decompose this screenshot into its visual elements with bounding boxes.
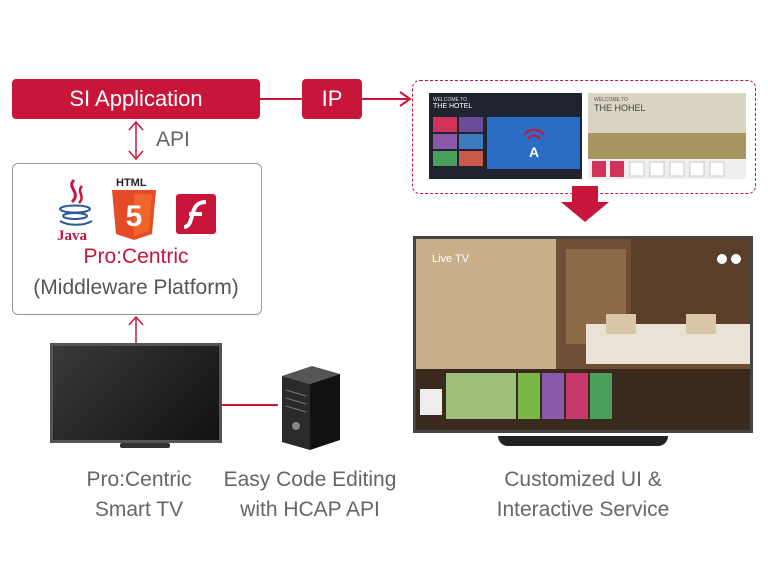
- java-logo-icon: Java: [57, 178, 93, 244]
- ip-arrow-head: [399, 91, 412, 107]
- hotel-menu-screen-left: WELCOME TO THE HOTEL A: [429, 93, 582, 179]
- api-arrow-up: [128, 120, 144, 131]
- svg-text:A: A: [529, 144, 539, 160]
- live-tv-label: Live TV: [432, 253, 470, 265]
- api-arrow-down: [128, 150, 144, 161]
- middleware-subtitle: (Middleware Platform): [33, 276, 239, 299]
- java-text: Java: [57, 228, 88, 244]
- si-application-box: SI Application: [12, 79, 260, 119]
- smart-tv-caption-line1: Pro:Centric: [86, 468, 192, 491]
- hotel-room-image: [416, 239, 750, 430]
- smart-tv-caption: Pro:Centric Smart TV: [64, 465, 214, 525]
- hcap-caption-line2: with HCAP API: [240, 498, 380, 521]
- left-hotel-text: THE HOTEL: [433, 103, 473, 110]
- hcap-caption-line1: Easy Code Editing: [223, 468, 397, 491]
- smart-tv-stand: [120, 443, 170, 448]
- customized-tv: Live TV: [413, 236, 753, 433]
- left-welcome-text: WELCOME TO: [433, 97, 467, 103]
- server-icon: [282, 366, 340, 450]
- html5-number: 5: [126, 200, 143, 233]
- down-arrow: [561, 186, 609, 222]
- ip-label: IP: [321, 86, 343, 111]
- si-application-label: SI Application: [69, 86, 203, 111]
- api-label: API: [156, 128, 190, 151]
- smart-tv-caption-line2: Smart TV: [94, 498, 184, 521]
- custom-caption: Customized UI & Interactive Service: [470, 465, 696, 525]
- custom-caption-line1: Customized UI &: [504, 468, 662, 491]
- right-hotel-text: THE HOHEL: [594, 103, 646, 113]
- hcap-caption: Easy Code Editing with HCAP API: [212, 465, 408, 525]
- html-text: HTML: [116, 177, 147, 189]
- middleware-title: Pro:Centric: [83, 245, 189, 268]
- tv-mw-arrow: [128, 315, 144, 326]
- custom-caption-line2: Interactive Service: [496, 498, 670, 521]
- flash-logo-icon: [176, 194, 216, 234]
- ip-box: IP: [302, 79, 362, 119]
- big-tv-stand: [498, 436, 668, 446]
- middleware-box: [12, 163, 262, 315]
- html5-logo-icon: 5: [112, 190, 156, 240]
- hotel-menu-screen-right: WELCOME TO THE HOHEL: [588, 93, 746, 179]
- screens-container: [412, 80, 756, 194]
- right-welcome-text: WELCOME TO: [594, 97, 628, 103]
- left-screen-tiles: A: [433, 117, 580, 169]
- smart-tv: [50, 343, 222, 443]
